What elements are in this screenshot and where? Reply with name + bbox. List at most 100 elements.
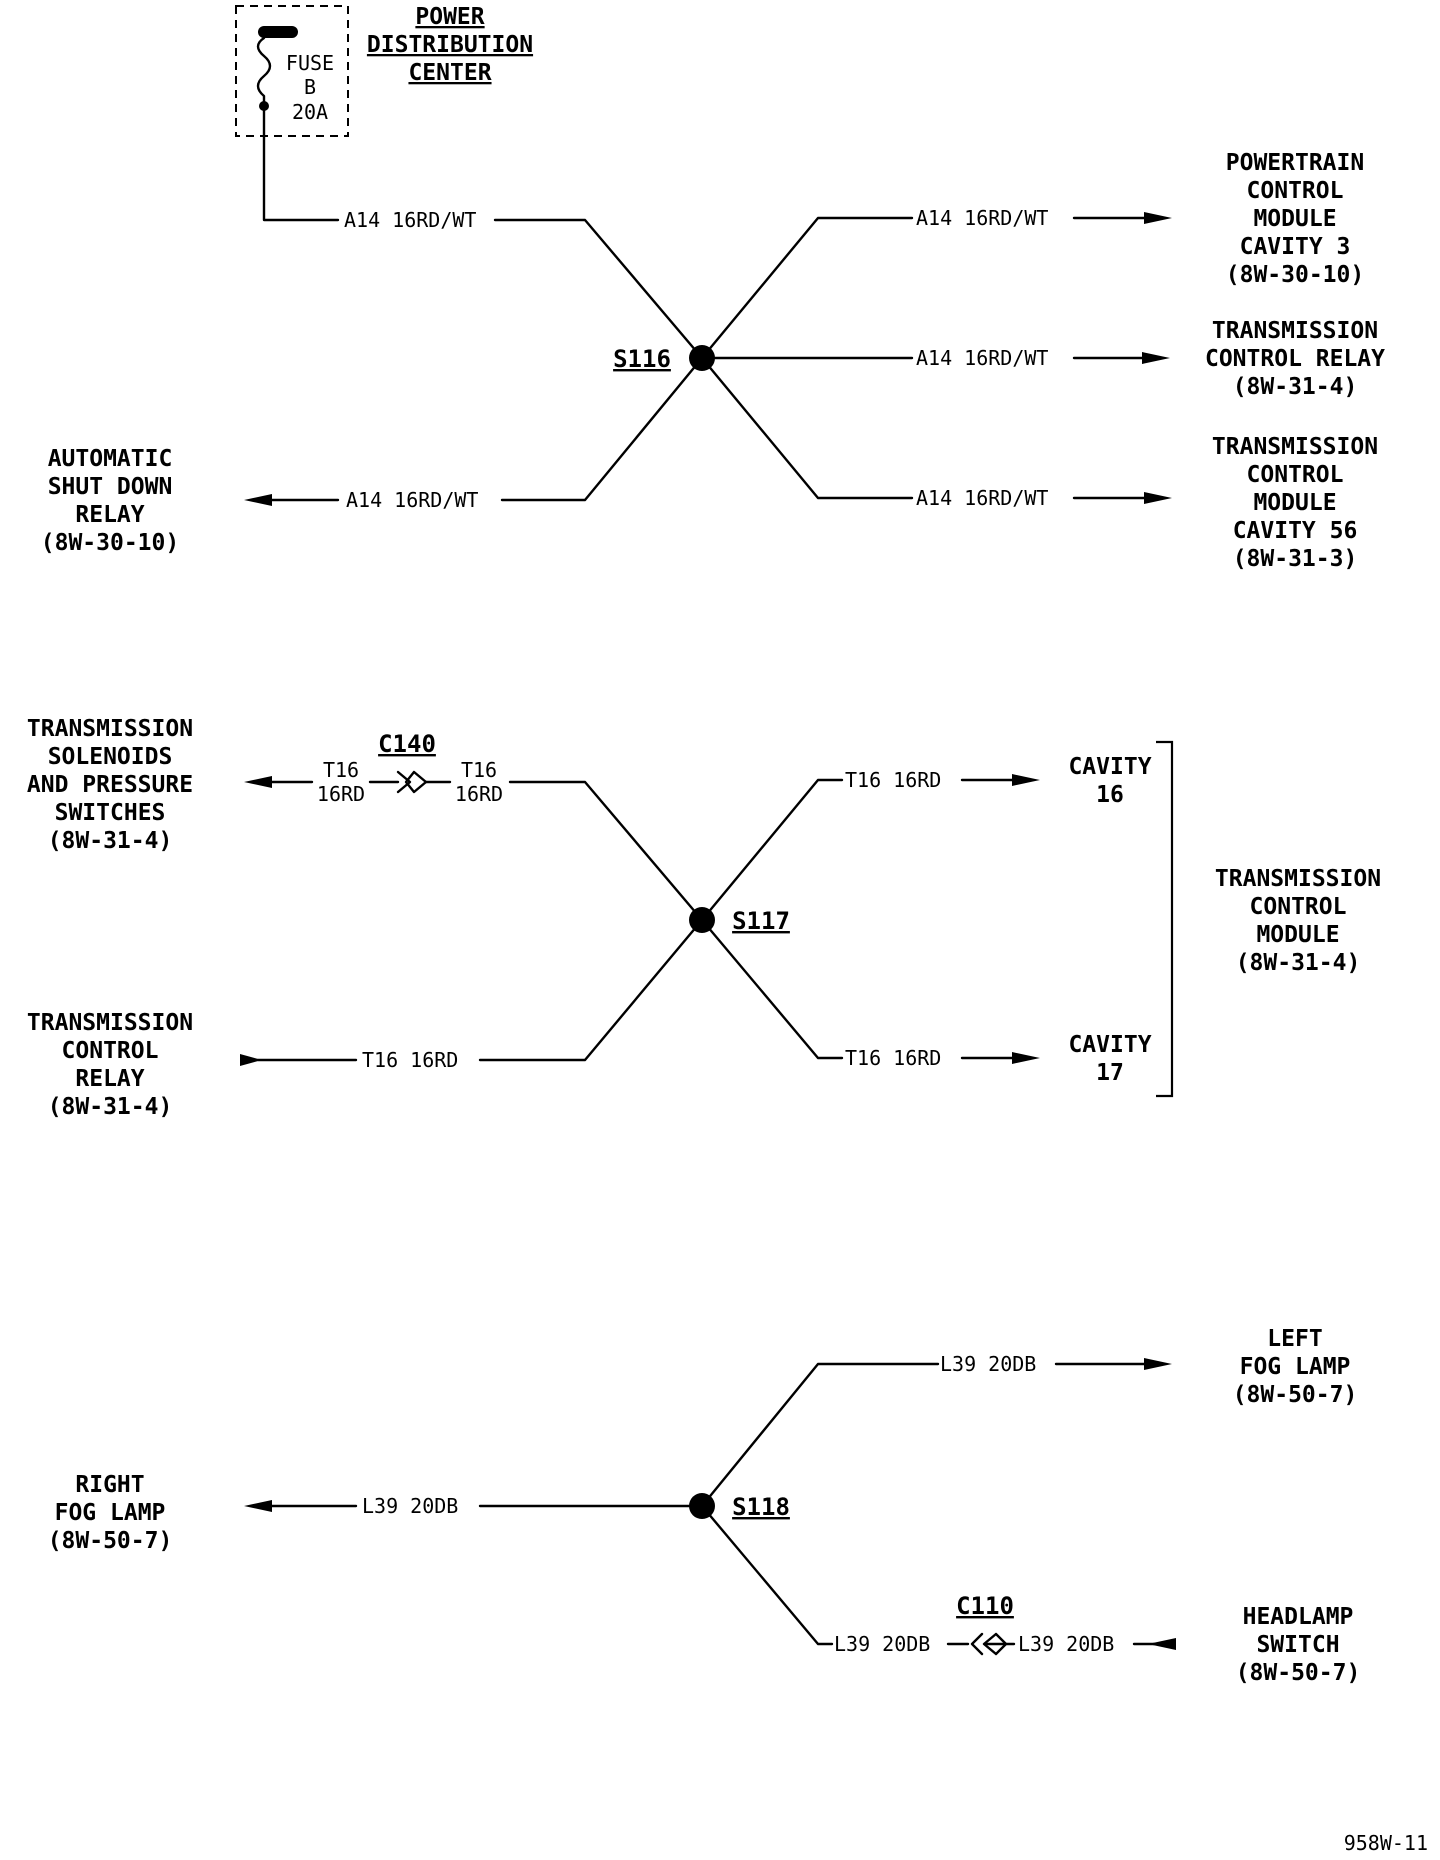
dest-pcm-line-5: (8W-30-10) [1226, 262, 1364, 288]
wire-label-t16-cav16: T16 16RD [845, 768, 941, 792]
dest-left-fog-line-2: FOG LAMP [1240, 1354, 1351, 1380]
dest-tcm-line-2: CONTROL [1250, 894, 1347, 920]
dest-cavity16-line-2: 16 [1096, 782, 1124, 808]
wire-l39-switch-a [700, 1504, 834, 1646]
wire-label-l39-left-fog: L39 20DB [940, 1352, 1036, 1376]
arrow-left-icon [244, 1500, 272, 1512]
wire-a14-tcm56 [700, 356, 914, 500]
wire-label-t16-left-a-line-2: 16RD [317, 782, 365, 806]
dest-tcm-line-4: (8W-31-4) [1236, 950, 1361, 976]
wire-label-t16-relay: T16 16RD [362, 1048, 458, 1072]
wire-label-a14-pcm: A14 16RD/WT [916, 206, 1048, 230]
dest-tcm-line-3: MODULE [1256, 922, 1339, 948]
wire-t16-solenoids-to-splice [508, 780, 704, 922]
dest-tcr-right-line-2: CONTROL RELAY [1205, 346, 1385, 372]
arrow-right-icon [1142, 352, 1170, 364]
dest-tcm-line-1: TRANSMISSION [1215, 866, 1381, 892]
dest-left-fog-line-1: LEFT [1267, 1326, 1322, 1352]
dest-cavity16-line-1: CAVITY [1068, 754, 1151, 780]
pdc-enclosure [235, 5, 349, 137]
dest-headlamp: HEADLAMP SWITCH (8W-50-7) [1236, 1604, 1361, 1686]
dest-asd-line-2: SHUT DOWN [48, 474, 173, 500]
dest-asd: AUTOMATIC SHUT DOWN RELAY (8W-30-10) [41, 446, 179, 556]
wire-label-t16-left-a-line-1: T16 [323, 758, 359, 782]
dest-tcm56: TRANSMISSION CONTROL MODULE CAVITY 56 (8… [1212, 434, 1378, 572]
dest-solenoids-line-4: SWITCHES [55, 800, 166, 826]
dest-tcm56-line-4: CAVITY 56 [1233, 518, 1358, 544]
wire-label-t16-cav17: T16 16RD [845, 1046, 941, 1070]
fuse-label-line-1: FUSE [286, 51, 334, 75]
wire-label-l39-switch-b: L39 20DB [1018, 1632, 1114, 1656]
fuse-icon [256, 36, 272, 108]
fuse-label-line-2: B [304, 75, 316, 99]
dest-tcr-left-line-1: TRANSMISSION [27, 1010, 193, 1036]
wire-label-t16-left-b-line-2: 16RD [455, 782, 503, 806]
tcm-bracket [1156, 740, 1174, 1098]
dest-right-fog-line-2: FOG LAMP [55, 1500, 166, 1526]
dest-tcm56-line-1: TRANSMISSION [1212, 434, 1378, 460]
dest-tcm56-line-5: (8W-31-3) [1233, 546, 1358, 572]
dest-tcr-left: TRANSMISSION CONTROL RELAY (8W-31-4) [27, 1010, 193, 1120]
wire-t16-relay [478, 918, 704, 1062]
pdc-title-line-3: CENTER [408, 60, 491, 86]
pdc-title-line-1: POWER [415, 4, 484, 30]
dest-left-fog-line-3: (8W-50-7) [1233, 1382, 1358, 1408]
pdc-title-line-2: DISTRIBUTION [367, 32, 533, 58]
dest-pcm-line-1: POWERTRAIN [1226, 150, 1364, 176]
dest-solenoids-line-2: SOLENOIDS [48, 744, 173, 770]
arrow-left-icon [1148, 1638, 1176, 1650]
arrow-right-icon [1012, 774, 1040, 786]
wire-t16-cav17 [700, 918, 844, 1060]
dest-pcm-line-2: CONTROL [1247, 178, 1344, 204]
dest-cavity16: CAVITY 16 [1068, 754, 1151, 808]
dest-headlamp-line-2: SWITCH [1256, 1632, 1339, 1658]
dest-asd-line-4: (8W-30-10) [41, 530, 179, 556]
wire-label-l39-right-fog: L39 20DB [362, 1494, 458, 1518]
wire-a14-asd [500, 356, 704, 502]
dest-headlamp-line-3: (8W-50-7) [1236, 1660, 1361, 1686]
wire-label-a14-asd: A14 16RD/WT [346, 488, 478, 512]
dest-solenoids-line-1: TRANSMISSION [27, 716, 193, 742]
splice-s116-label: S116 [613, 345, 671, 373]
splice-s118-group: L39 20DB S118 L39 20DB L39 20DB C110 L39… [244, 1352, 1176, 1656]
power-distribution-center: FUSE B 20A POWER DISTRIBUTION CENTER [235, 4, 533, 137]
dest-cavity17-line-1: CAVITY [1068, 1032, 1151, 1058]
dest-tcr-right: TRANSMISSION CONTROL RELAY (8W-31-4) [1205, 318, 1385, 400]
dest-right-fog-line-3: (8W-50-7) [48, 1528, 173, 1554]
dest-right-fog: RIGHT FOG LAMP (8W-50-7) [48, 1472, 173, 1554]
dest-pcm-line-3: MODULE [1253, 206, 1336, 232]
wire-l39-left-fog [700, 1362, 940, 1508]
dest-pcm-line-4: CAVITY 3 [1240, 234, 1351, 260]
wire-t16-cav16 [700, 778, 844, 922]
wire-label-a14-tcr: A14 16RD/WT [916, 346, 1048, 370]
wire-a14-feed-to-splice [493, 218, 704, 360]
wire-label-a14-feed: A14 16RD/WT [344, 208, 476, 232]
splice-s117-group: T16 16RD C140 T16 16RD S117 T16 16RD T16… [240, 730, 1174, 1098]
dest-tcr-left-line-3: RELAY [75, 1066, 144, 1092]
dest-headlamp-line-1: HEADLAMP [1243, 1604, 1354, 1630]
dest-cavity17-line-2: 17 [1096, 1060, 1124, 1086]
dest-right-fog-line-1: RIGHT [75, 1472, 144, 1498]
dest-asd-line-1: AUTOMATIC [48, 446, 173, 472]
arrow-left-icon [244, 494, 272, 506]
wire-label-t16-left-b-line-1: T16 [461, 758, 497, 782]
dest-tcr-right-line-3: (8W-31-4) [1233, 374, 1358, 400]
splice-s117-label: S117 [732, 907, 790, 935]
dest-tcr-right-line-1: TRANSMISSION [1212, 318, 1378, 344]
fuse-label-line-3: 20A [292, 100, 328, 124]
arrow-left-icon [244, 776, 272, 788]
wire-a14-feed [262, 104, 340, 222]
arrow-right-icon [1144, 492, 1172, 504]
arrow-right-icon [1144, 212, 1172, 224]
dest-tcr-left-line-4: (8W-31-4) [48, 1094, 173, 1120]
bus-bar-icon [258, 26, 298, 38]
connector-c140-male-icon [396, 770, 412, 794]
dest-tcm56-line-3: MODULE [1253, 490, 1336, 516]
connector-c110-male-icon [970, 1632, 984, 1656]
dest-solenoids-line-3: AND PRESSURE [27, 772, 193, 798]
dest-left-fog: LEFT FOG LAMP (8W-50-7) [1233, 1326, 1358, 1408]
dest-tcr-left-line-2: CONTROL [62, 1038, 159, 1064]
splice-s118-label: S118 [732, 1493, 790, 1521]
connector-c140-label: C140 [378, 730, 436, 758]
